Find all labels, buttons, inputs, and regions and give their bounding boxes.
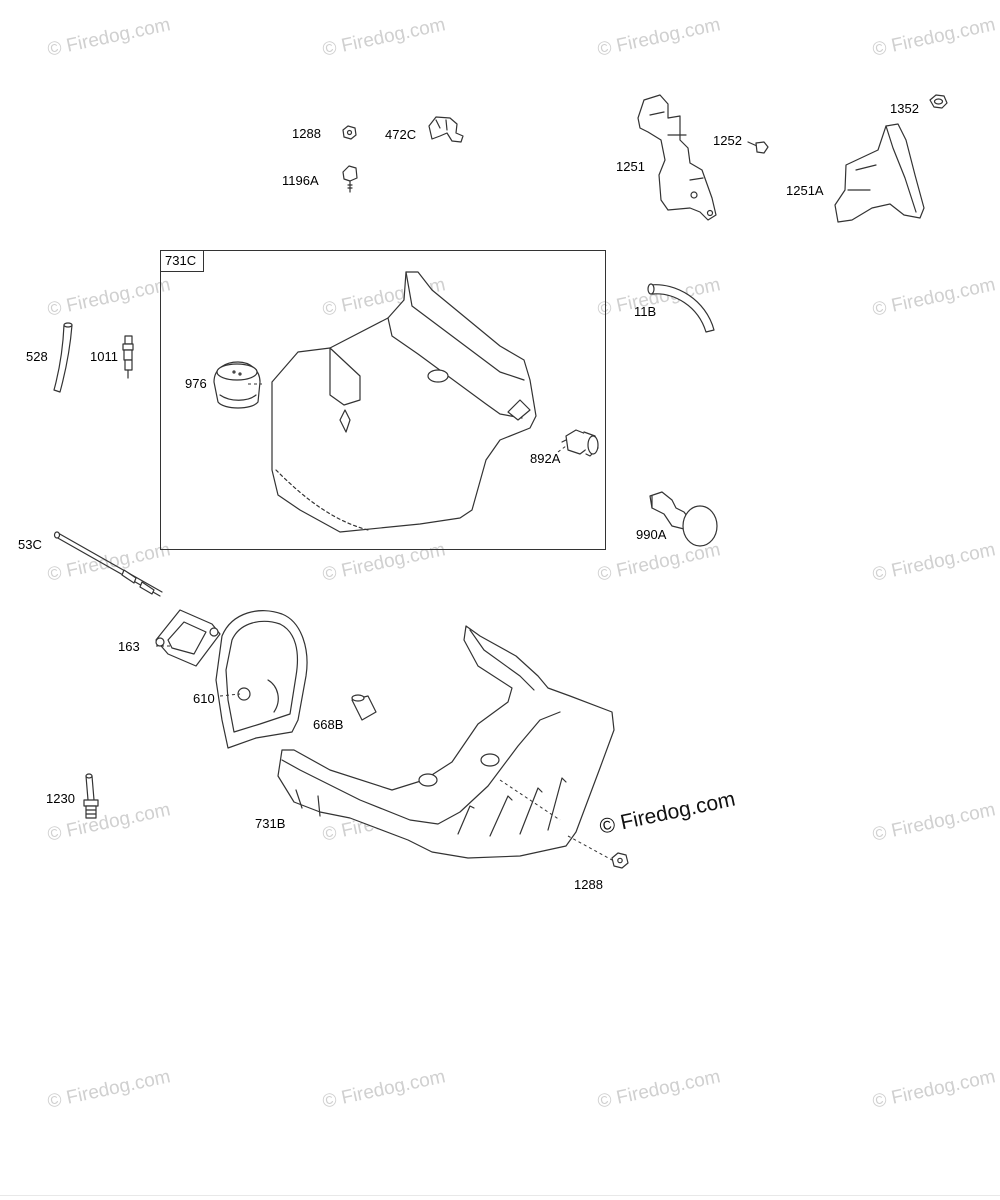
callout-box [160,250,606,550]
part-label-1352: 1352 [890,101,919,116]
nut-1288-bottom [611,852,629,869]
cover-731C [271,271,537,533]
baffle-1251 [637,94,717,221]
cap-976 [213,361,261,409]
part-label-11B: 11B [634,304,657,319]
screw-1252 [747,141,769,154]
part-label-731B: 731B [255,816,286,831]
part-label-472C: 472C [385,127,417,142]
gasket-163 [155,609,221,667]
fitting-892A [561,429,599,457]
tube-528 [53,322,73,393]
part-label-1011: 1011 [90,349,118,364]
screw-1196A [342,165,358,193]
part-label-163: 163 [118,639,140,654]
bottom-divider [0,1195,1000,1196]
nut-1288-top [342,125,357,140]
stud-1230 [83,773,99,819]
part-label-1252: 1252 [713,133,742,148]
part-label-976: 976 [185,376,207,391]
part-label-528: 528 [26,349,48,364]
part-label-1251: 1251 [616,159,645,174]
clip-472C [428,116,464,143]
part-label-1288-top: 1288 [292,126,321,141]
part-label-668B: 668B [313,717,344,732]
tube-11B [647,283,715,333]
part-label-1196A: 1196A [282,173,319,188]
spacer-668B [351,694,377,721]
part-label-610: 610 [193,691,215,706]
fitting-1011 [122,335,134,379]
baffle-1251A [834,123,925,223]
part-label-990A: 990A [636,527,667,542]
part-label-892A: 892A [530,451,561,466]
rod-53C [53,531,163,597]
shield-610 [215,610,308,749]
guard-731B [277,625,615,859]
part-label-1251A: 1251A [786,183,824,198]
knob-990A [649,491,718,547]
callout-ref: 731C [160,250,204,272]
part-label-53C: 53C [18,537,42,552]
part-label-1230: 1230 [46,791,75,806]
nut-1352 [929,94,948,109]
part-label-1288-bottom: 1288 [574,877,603,892]
